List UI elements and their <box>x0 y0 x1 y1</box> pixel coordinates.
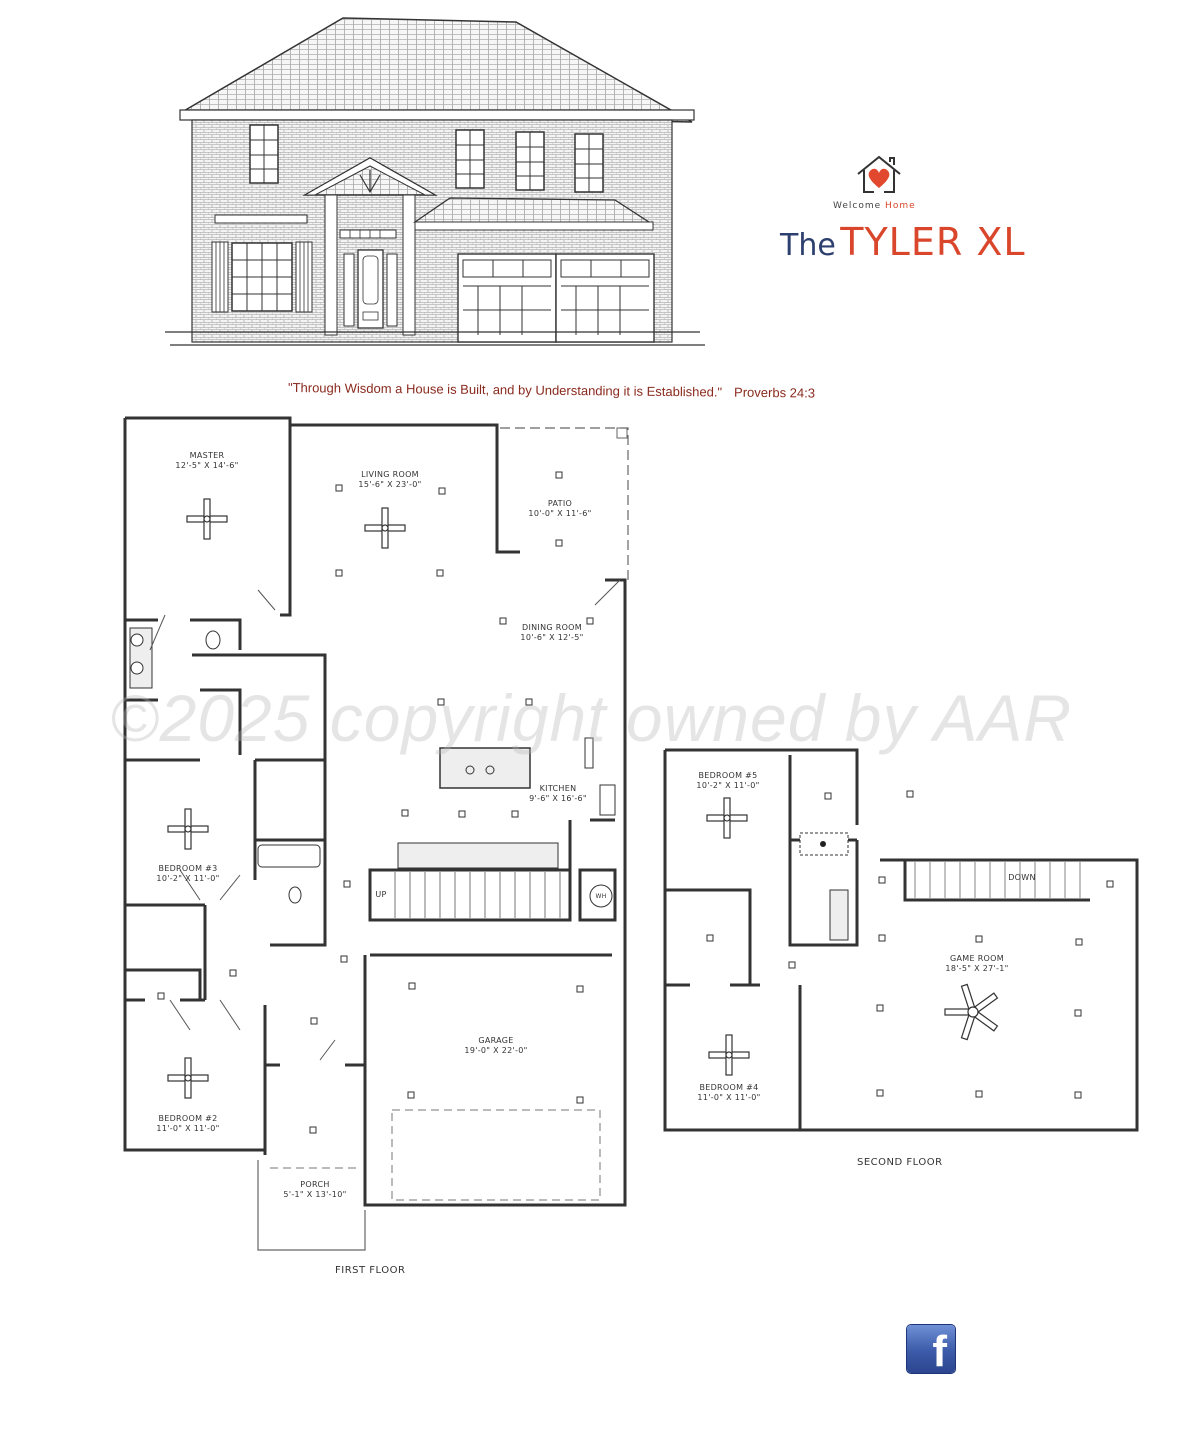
second-floor-plan <box>663 748 1139 1132</box>
plan-title: The TYLER XL <box>780 220 1026 264</box>
first-floor-title: FIRST FLOOR <box>335 1265 406 1276</box>
tagline: Welcome Home <box>833 201 916 211</box>
house-elevation-drawing <box>165 17 705 346</box>
title-prefix: The <box>780 228 836 263</box>
stairs-up-label: UP <box>375 890 387 899</box>
facebook-icon[interactable]: f <box>907 1325 955 1376</box>
water-heater-label: WH <box>595 893 607 900</box>
first-floor-plan <box>123 416 629 1251</box>
copyright-watermark: ©2025 copyright owned by AAR <box>110 681 1073 755</box>
stairs-down-label: DOWN <box>1008 873 1036 882</box>
quote-reference: Proverbs 24:3 <box>734 384 816 401</box>
second-floor-title: SECOND FLOOR <box>857 1157 943 1168</box>
house-heart-icon <box>857 155 901 193</box>
proverb-quote: "Through Wisdom a House is Built, and by… <box>287 380 816 401</box>
title-name: TYLER XL <box>840 220 1026 264</box>
